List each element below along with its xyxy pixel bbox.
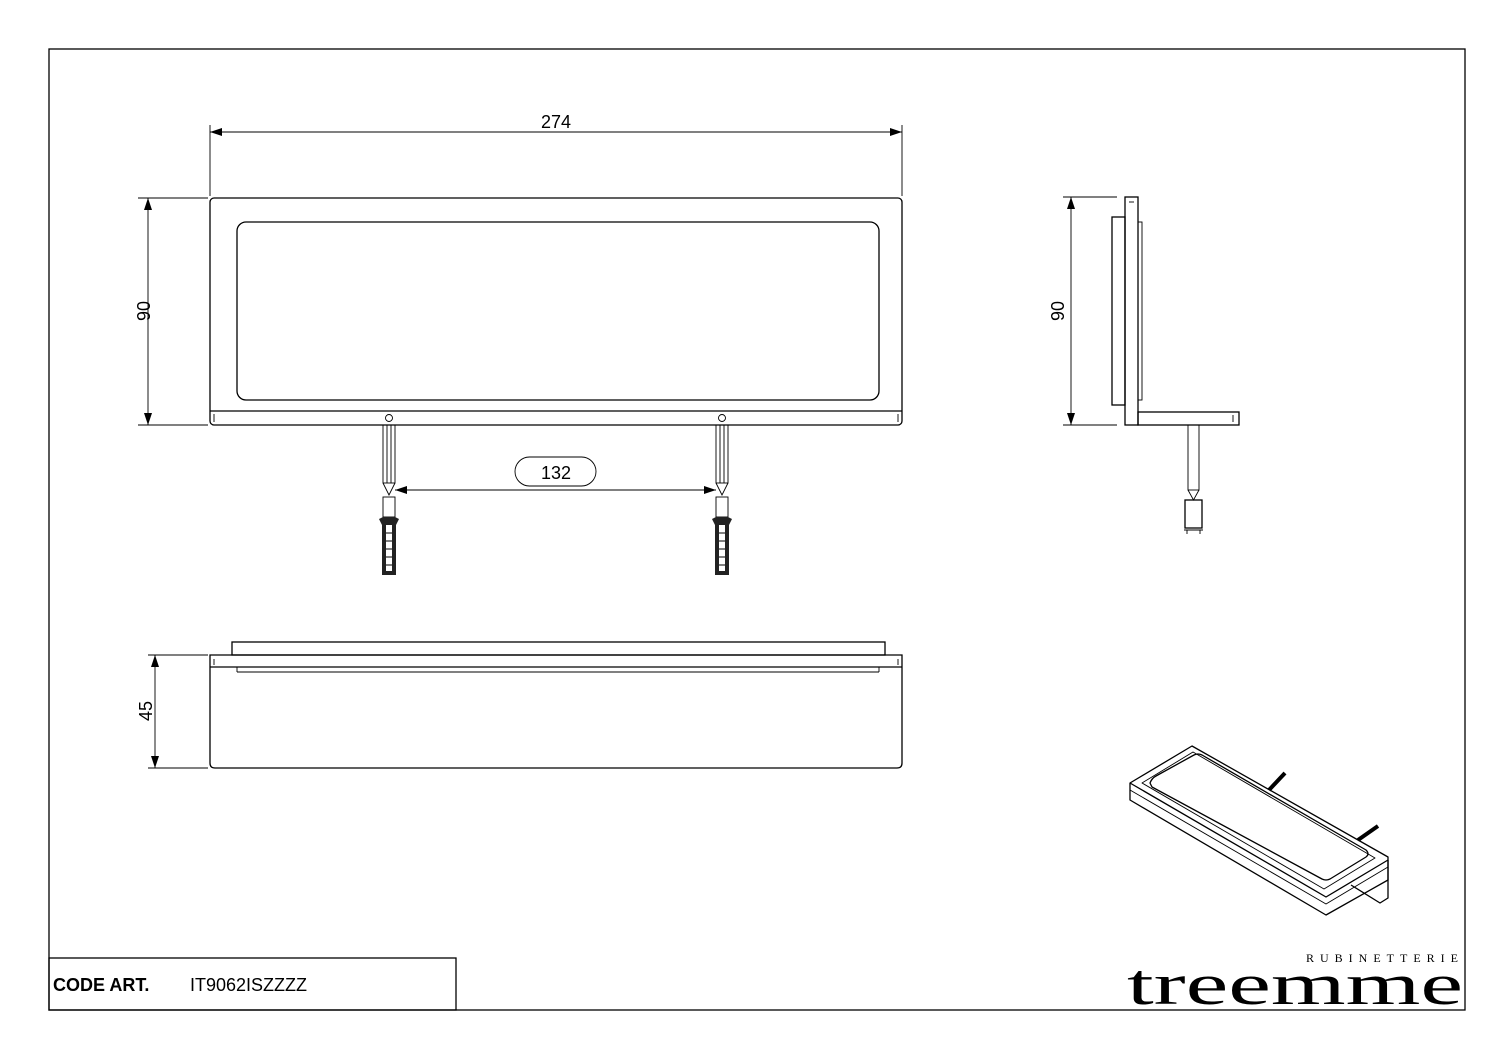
shelf-tray-outline: [236, 221, 880, 401]
screw-icon: [385, 414, 393, 422]
isometric-view: [1129, 745, 1389, 916]
title-block: CODE ART. IT9062ISZZZZ: [48, 957, 457, 1011]
dimension-side-height-label: 90: [1048, 301, 1068, 321]
treemme-logo: RUBINETTERIE treemme: [1124, 945, 1464, 1017]
drawing-border: [48, 48, 1466, 1011]
code-art-value: IT9062ISZZZZ: [190, 975, 307, 995]
front-view: 274 90 132: [134, 112, 903, 576]
fixing-dimension-pill: [514, 456, 597, 487]
code-art-label: CODE ART.: [53, 975, 149, 995]
wall-plug-left: [378, 424, 400, 576]
wall-plug-right: [711, 424, 733, 576]
side-view: 90: [1048, 196, 1240, 534]
dimension-height-label: 90: [134, 301, 154, 321]
dimension-width-label: 274: [541, 112, 571, 132]
dimension-fixing-label: 132: [541, 463, 571, 483]
top-view: 45: [136, 641, 903, 769]
screw-icon: [718, 414, 726, 422]
shelf-front-outline: [209, 197, 903, 426]
logo-brand: treemme: [1127, 952, 1463, 1017]
dimension-depth-label: 45: [136, 701, 156, 721]
logo-subtitle: RUBINETTERIE: [1306, 951, 1464, 965]
